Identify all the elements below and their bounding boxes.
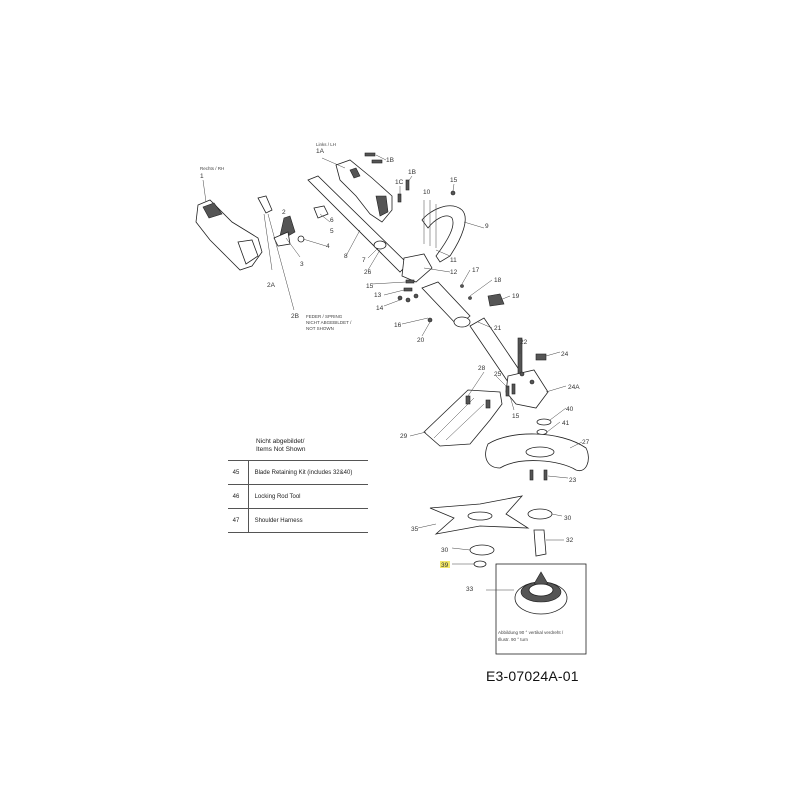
leader-lines (202, 154, 583, 565)
inset-caption-line1: Abbildung 90 ° vertikal verdreht / (498, 630, 564, 635)
right-side-label: Rechts / RH (200, 166, 224, 171)
shaft-clamp (397, 253, 433, 303)
part-label-23: 22 (520, 339, 528, 346)
part-label-32-right: 30 (564, 515, 572, 522)
spring-note-line1: FEDER / SPRING (306, 314, 343, 319)
part-label-16-lower: 15 (512, 413, 520, 420)
part-label-10-30: 29 (400, 433, 408, 440)
part-label-29: 28 (478, 365, 486, 372)
handle-screws (364, 152, 456, 203)
part-label-7: 7 (362, 257, 366, 264)
part-label-2a: 2A (267, 282, 276, 289)
legend-divider (248, 509, 249, 532)
spring-note-line2: NICHT ABGEBILDET / (306, 320, 352, 325)
legend-header: Nicht abgebildet/ Items Not Shown (228, 438, 368, 460)
legend-row: 45 Blade Retaining Kit (includes 32&40) (228, 460, 368, 484)
blade-guard (423, 383, 516, 447)
throttle-parts (257, 195, 329, 247)
washers-upper (536, 418, 552, 435)
legend-header-line1: Nicht abgebildet/ (256, 438, 305, 445)
part-label-15: 14 (376, 305, 384, 312)
part-label-11: 10 (423, 189, 431, 196)
legend-header-line2: Items Not Shown (256, 446, 306, 453)
part-label-1c: 1C (395, 179, 404, 186)
legend-row-number: 47 (232, 517, 240, 524)
left-side-label: Links / LH (316, 142, 336, 147)
part-label-20: 19 (512, 293, 520, 300)
part-label-5: 5 (330, 228, 334, 235)
part-label-41: 40 (566, 406, 574, 413)
part-label-2b: 2B (291, 313, 299, 320)
part-label-19: 18 (494, 277, 502, 284)
legend-divider (248, 461, 249, 484)
part-label-28: 27 (582, 439, 590, 446)
lower-guard (485, 433, 589, 481)
blade-hardware (469, 508, 553, 568)
part-label-4: 4 (326, 243, 330, 250)
part-label-35: 33 (466, 586, 474, 593)
part-label-40-highlight (440, 561, 450, 568)
items-not-shown-table: Nicht abgebildet/ Items Not Shown 45 Bla… (228, 438, 368, 534)
part-label-26: 25 (494, 371, 502, 378)
legend-row-description: Shoulder Harness (254, 517, 303, 524)
part-label-17: 16 (394, 322, 402, 329)
part-label-42: 41 (562, 420, 570, 427)
legend-divider (248, 485, 249, 508)
part-label-22: 21 (494, 325, 502, 332)
part-label-32-left: 30 (441, 547, 449, 554)
part-label-13: 12 (450, 269, 458, 276)
legend-bottom-rule (228, 532, 368, 534)
part-label-1b: 1B (386, 157, 394, 164)
diagram-code: E3-07024A-01 (486, 668, 579, 684)
trimmer-head-inset (486, 563, 587, 655)
part-number-labels: 1 1A 1B 1B 1C 2 2A 2B 3 4 5 6 7 8 9 29 1… (200, 148, 590, 593)
part-label-14: 13 (374, 292, 382, 299)
legend-row: 46 Locking Rod Tool (228, 484, 368, 508)
legend-row-description: Locking Rod Tool (254, 493, 301, 500)
part-label-24: 23 (569, 477, 577, 484)
part-label-16-top: 15 (450, 177, 458, 184)
part-label-12: 11 (450, 257, 457, 264)
part-label-21: 20 (417, 337, 425, 344)
part-label-9: 9 (485, 223, 489, 230)
part-label-39: 35 (411, 526, 419, 533)
part-label-1: 1 (200, 173, 204, 180)
part-label-27: 26 (364, 269, 372, 276)
legend-row-description: Blade Retaining Kit (includes 32&40) (254, 469, 353, 476)
spring-note-line3: NOT SHOWN (306, 326, 334, 331)
part-label-8: 8 (344, 253, 348, 260)
part-label-18: 17 (472, 267, 480, 274)
part-label-33: 32 (566, 537, 574, 544)
part-label-1b-lower: 1B (408, 169, 416, 176)
part-label-1a: 1A (316, 148, 325, 155)
inset-caption-line2: Illustr. 90 ° turn (498, 637, 529, 642)
part-label-25: 24A (568, 384, 580, 391)
legend-row: 47 Shoulder Harness (228, 508, 368, 532)
part-label-2: 2 (282, 209, 286, 216)
part-label-3: 3 (300, 261, 304, 268)
part-label-40: 39 (441, 562, 449, 569)
cutting-blade (429, 495, 530, 535)
legend-row-number: 45 (232, 469, 240, 476)
part-label-24a: 24 (561, 351, 569, 358)
part-label-6: 6 (330, 217, 334, 224)
loop-handle (421, 200, 466, 263)
legend-row-number: 46 (232, 493, 240, 500)
left-handle-housing (335, 159, 393, 223)
part-label-16: 15 (366, 283, 374, 290)
right-handle-housing (195, 199, 263, 271)
